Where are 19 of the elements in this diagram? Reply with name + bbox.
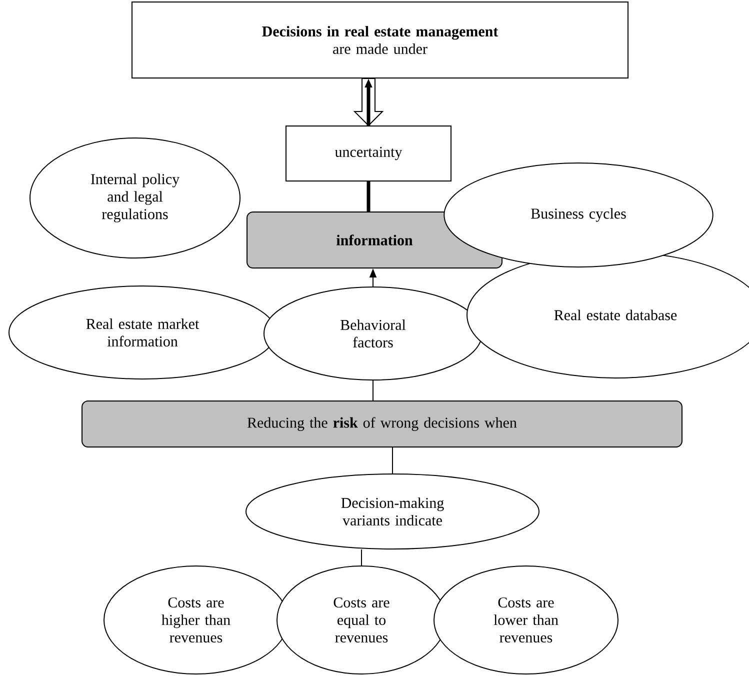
connector-line <box>366 182 370 212</box>
connector-line <box>392 446 393 474</box>
node-label: Real estate database <box>554 310 677 320</box>
hollow-arrow <box>353 78 384 126</box>
text-box: uncertainty <box>286 126 452 182</box>
rounded-box: Reducing the risk of wrong decisions when <box>82 400 682 448</box>
ellipse-node: Behavioral factors <box>264 286 482 380</box>
ellipse-node: Costs are equal to revenues <box>276 565 446 674</box>
node-label: Costs are lower than revenues <box>494 597 558 643</box>
ellipse-node: Internal policy and legal regulations <box>30 137 240 258</box>
node-label: Costs are equal to revenues <box>334 597 390 643</box>
text-box: Decisions in real estate management are made under <box>132 2 628 78</box>
ellipse-node: Costs are lower than revenues <box>434 565 618 674</box>
ellipse-node: Real estate market information <box>8 285 276 380</box>
ellipse-node: Business cycles <box>444 162 714 268</box>
ellipse-node: Costs are higher than revenues <box>104 565 288 674</box>
connector-line <box>372 380 374 401</box>
connector-line <box>361 548 362 566</box>
ellipse-node: Decision-making variants indicate <box>246 473 540 550</box>
